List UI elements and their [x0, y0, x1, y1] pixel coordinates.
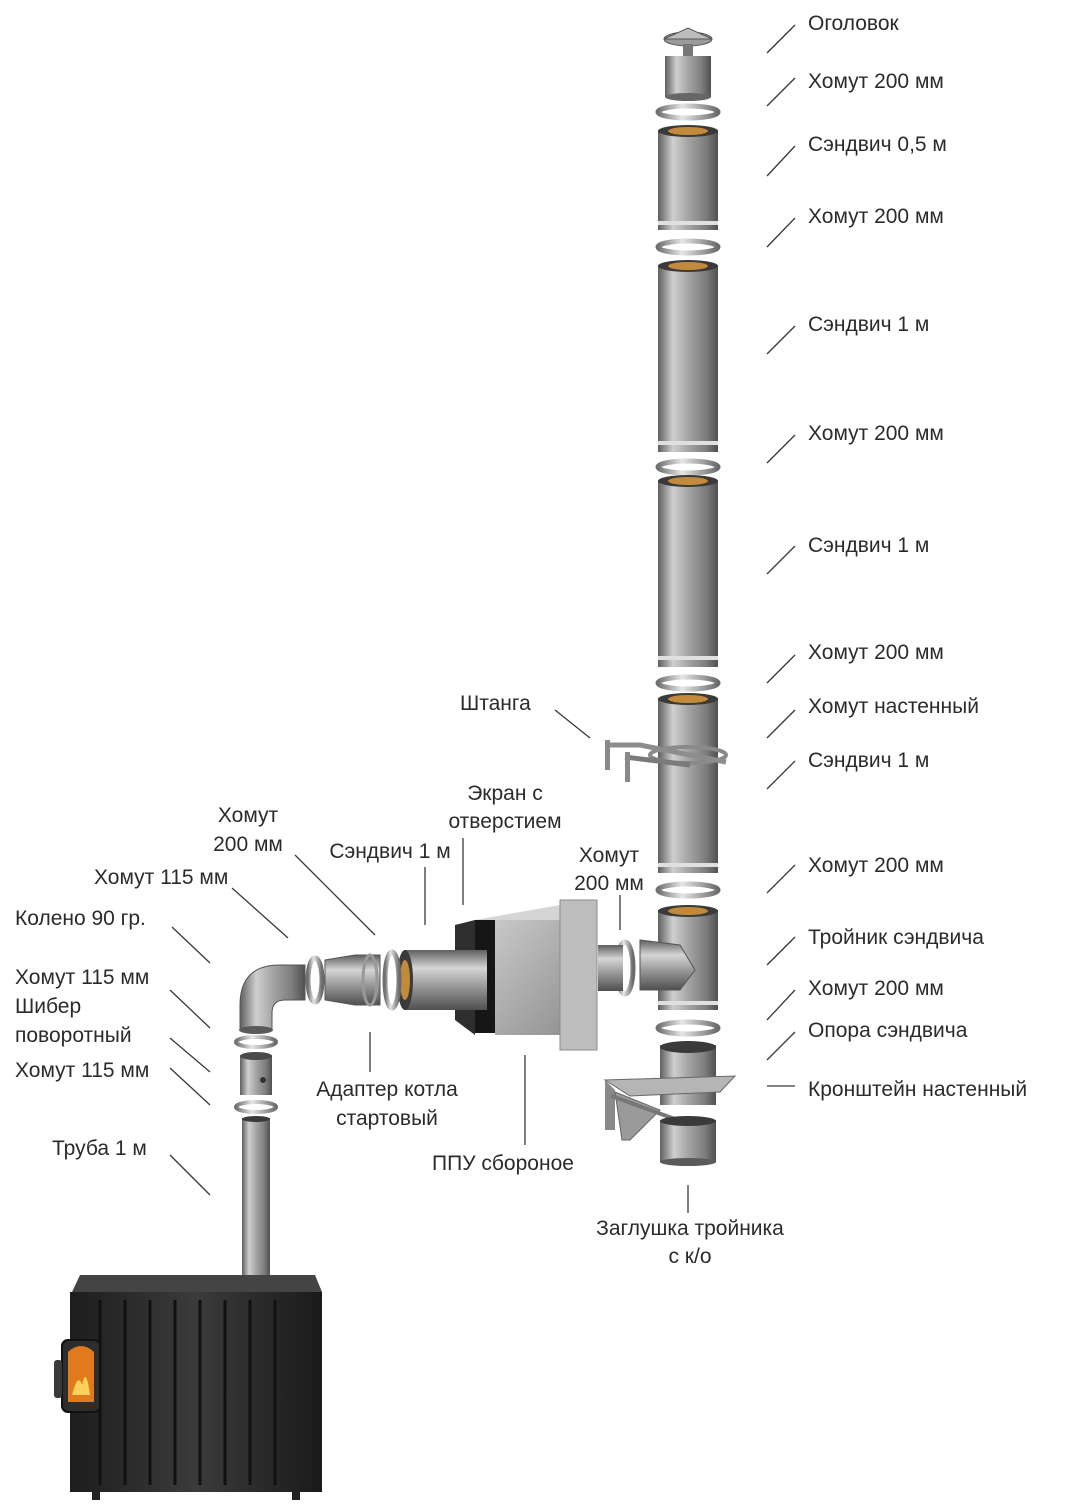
label-clamp-200: Хомут 200 мм — [808, 641, 944, 664]
label-damper-line1: Шибер — [15, 995, 81, 1018]
ppu-box — [455, 899, 598, 1051]
label-sandwich-1m: Сэндвич 1 м — [808, 534, 929, 557]
label-clamp-115: Хомут 115 мм — [15, 1059, 149, 1082]
sandwich-pipe-0-5m — [658, 125, 718, 230]
label-screen-line1: Экран с — [467, 782, 543, 805]
label-sandwich-0-5: Сэндвич 0,5 м — [808, 133, 947, 156]
wall-clamp-and-rod — [605, 740, 728, 782]
clamp-ring — [655, 1019, 721, 1037]
label-clamp-200: Хомут 200 мм — [808, 422, 944, 445]
label-rod: Штанга — [460, 692, 531, 715]
pipe-1m — [242, 1116, 270, 1276]
elbow-90 — [239, 964, 306, 1034]
label-clamp-115: Хомут 115 мм — [94, 866, 228, 889]
boiler-adapter — [324, 953, 381, 1007]
clamp-ring — [234, 1100, 278, 1114]
stove — [54, 1275, 322, 1500]
label-clamp-200: Хомут 200 мм — [808, 70, 944, 93]
support-and-wall-bracket — [603, 1041, 737, 1141]
label-clamp-200: Хомут 200 мм — [808, 854, 944, 877]
label-adapter-line1: Адаптер котла — [316, 1078, 458, 1101]
clamp-ring — [655, 458, 721, 476]
labels: Оголовок Хомут 200 мм Сэндвич 0,5 м Хому… — [15, 12, 1027, 1268]
label-clamp-200: Хомут 200 мм — [808, 205, 944, 228]
label-chimney-cap: Оголовок — [808, 12, 900, 35]
label-elbow: Колено 90 гр. — [15, 907, 146, 930]
label-sandwich-1m: Сэндвич 1 м — [808, 749, 929, 772]
label-tee: Тройник сэндвича — [808, 926, 984, 949]
tee-plug — [660, 1116, 716, 1166]
horizontal-sandwich-pipe — [382, 949, 487, 1011]
label-clamp-115: Хомут 115 мм — [15, 966, 149, 989]
label-support: Опора сэндвича — [808, 1019, 968, 1042]
stove-fins — [98, 1300, 277, 1485]
label-clamp-200-mid-line2: 200 мм — [574, 872, 644, 895]
label-wall-clamp: Хомут настенный — [808, 695, 979, 718]
clamp-ring — [655, 881, 721, 899]
sandwich-tee — [639, 905, 718, 1010]
leader-lines — [169, 24, 796, 1213]
label-clamp-200-mid-line1: Хомут — [579, 844, 640, 867]
label-clamp-200: Хомут 200 мм — [808, 977, 944, 1000]
label-wall-bracket: Кронштейн настенный — [808, 1078, 1027, 1101]
clamp-ring — [655, 238, 721, 256]
label-adapter-line2: стартовый — [336, 1107, 438, 1130]
label-screen-line2: отверстием — [448, 810, 561, 833]
sandwich-pipe-1m-c — [658, 693, 718, 873]
label-tee-plug-line1: Заглушка тройника — [596, 1217, 784, 1240]
horizontal-run — [234, 899, 636, 1276]
clamp-ring — [234, 1035, 278, 1049]
label-damper-line2: поворотный — [15, 1024, 132, 1047]
clamp-ring — [655, 674, 721, 692]
label-ppu: ППУ сбороное — [432, 1152, 574, 1175]
chimney-cap — [663, 27, 713, 101]
sandwich-pipe-1m-b — [658, 475, 718, 667]
label-sandwich-1m: Сэндвич 1 м — [808, 313, 929, 336]
clamp-ring — [655, 103, 721, 121]
rotary-damper — [240, 1052, 272, 1095]
label-pipe-1m: Труба 1 м — [52, 1137, 147, 1160]
label-sandwich-horizontal: Сэндвич 1 м — [329, 840, 450, 863]
label-clamp-200-left-line1: Хомут — [218, 804, 279, 827]
label-clamp-200-left-line2: 200 мм — [213, 833, 283, 856]
vertical-chimney — [603, 27, 737, 1166]
label-tee-plug-line2: с к/о — [668, 1245, 711, 1268]
clamp-ring — [305, 955, 325, 1005]
sandwich-pipe-1m-a — [658, 260, 718, 452]
